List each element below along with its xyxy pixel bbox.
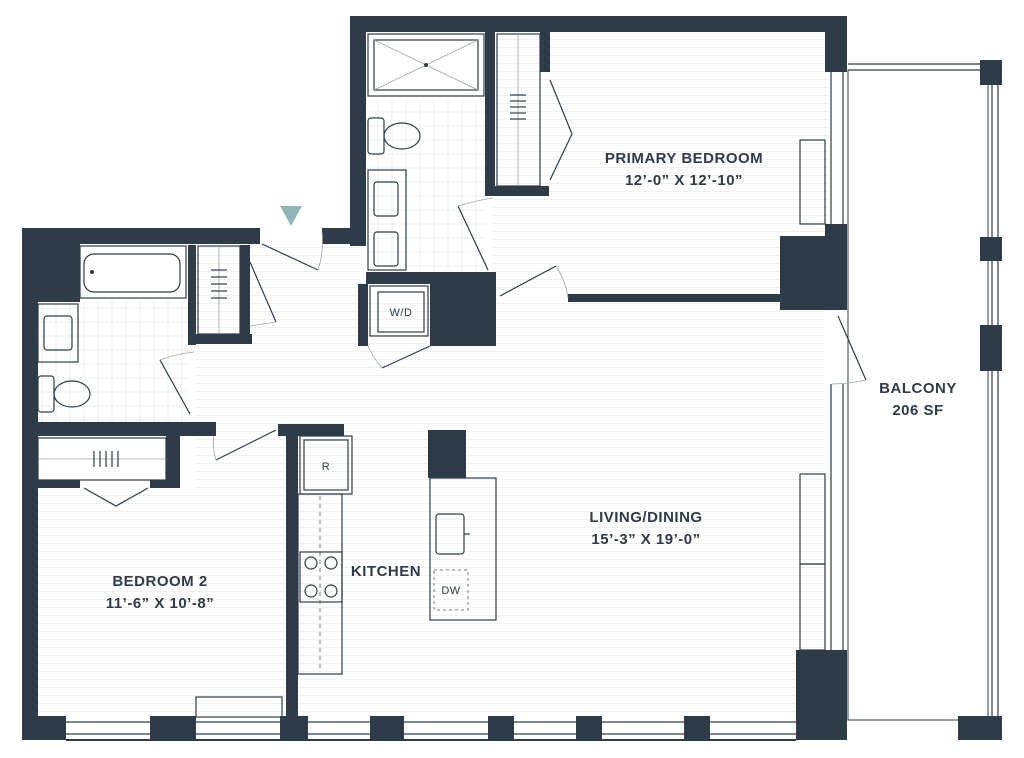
windows (66, 72, 844, 741)
balcony (847, 60, 1002, 740)
living-dining-dims: 15’-3” X 19’-0” (591, 531, 700, 548)
primary-bath (367, 33, 485, 271)
refrigerator-label: R (322, 461, 330, 473)
closets (37, 33, 541, 481)
entry-arrow-icon (280, 206, 302, 226)
primary-bedroom-dims: 12’-0” X 12’-10” (625, 172, 743, 189)
primary-bedroom-name: PRIMARY BEDROOM (605, 150, 763, 167)
bedroom-2-dims: 11’-6” X 10’-8” (106, 595, 214, 612)
dishwasher-label: DW (441, 585, 460, 597)
bath-2 (37, 245, 187, 413)
walls (22, 16, 847, 740)
bedroom-2-name: BEDROOM 2 (112, 573, 207, 590)
doors (83, 79, 867, 507)
balcony-name: BALCONY (879, 380, 957, 397)
kitchen (297, 435, 497, 675)
washer-dryer-label: W/D (390, 307, 413, 319)
living-dining-name: LIVING/DINING (589, 509, 702, 526)
floor-areas (38, 32, 828, 718)
washer-dryer (369, 285, 429, 337)
balcony-area: 206 SF (892, 402, 943, 419)
kitchen-name: KITCHEN (351, 563, 421, 580)
